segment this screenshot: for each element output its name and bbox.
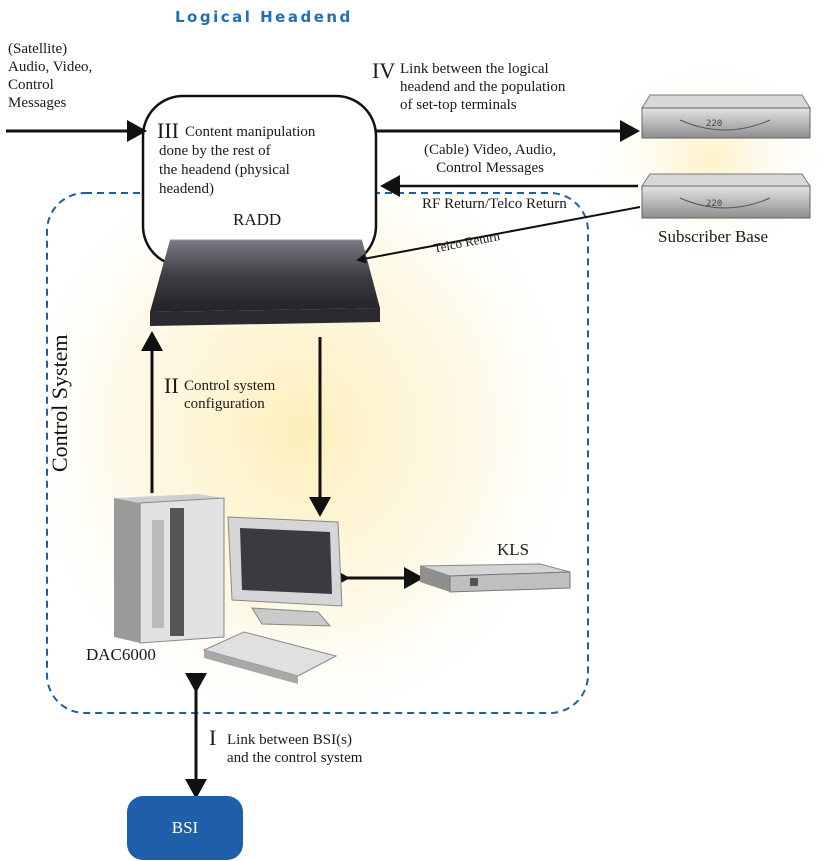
link-i-numeral: I bbox=[209, 725, 217, 750]
satellite-input-label: (Satellite) Audio, Video, Control Messag… bbox=[8, 41, 93, 111]
svg-text:220: 220 bbox=[706, 199, 722, 209]
radd-label: RADD bbox=[233, 210, 282, 229]
kls-label: KLS bbox=[497, 540, 530, 559]
telco-return-arrow bbox=[356, 206, 641, 264]
box-iii-numeral: III bbox=[157, 118, 179, 143]
keyboard-icon bbox=[202, 631, 338, 684]
rf-return-label: RF Return/Telco Return bbox=[422, 196, 567, 212]
radd-device-icon bbox=[150, 239, 380, 326]
subscriber-base-label: Subscriber Base bbox=[658, 227, 769, 246]
cable-messages-label: (Cable) Video, Audio, Control Messages bbox=[424, 142, 557, 176]
monitor-icon bbox=[227, 516, 343, 627]
link-ii-numeral: II bbox=[164, 373, 179, 398]
set-top-terminal-icon: 220 bbox=[641, 94, 811, 139]
dac6000-label: DAC6000 bbox=[86, 645, 156, 664]
link-iv-numeral: IV bbox=[372, 58, 396, 83]
svg-text:220: 220 bbox=[706, 119, 722, 129]
control-system-label: Control System bbox=[47, 334, 72, 472]
diagram-title: Logical Headend bbox=[175, 8, 353, 26]
bsi-node: BSI bbox=[127, 796, 243, 860]
dac6000-server-icon bbox=[114, 494, 225, 644]
kls-device-icon bbox=[419, 563, 571, 593]
set-top-terminal-icon: 220 bbox=[641, 173, 811, 219]
